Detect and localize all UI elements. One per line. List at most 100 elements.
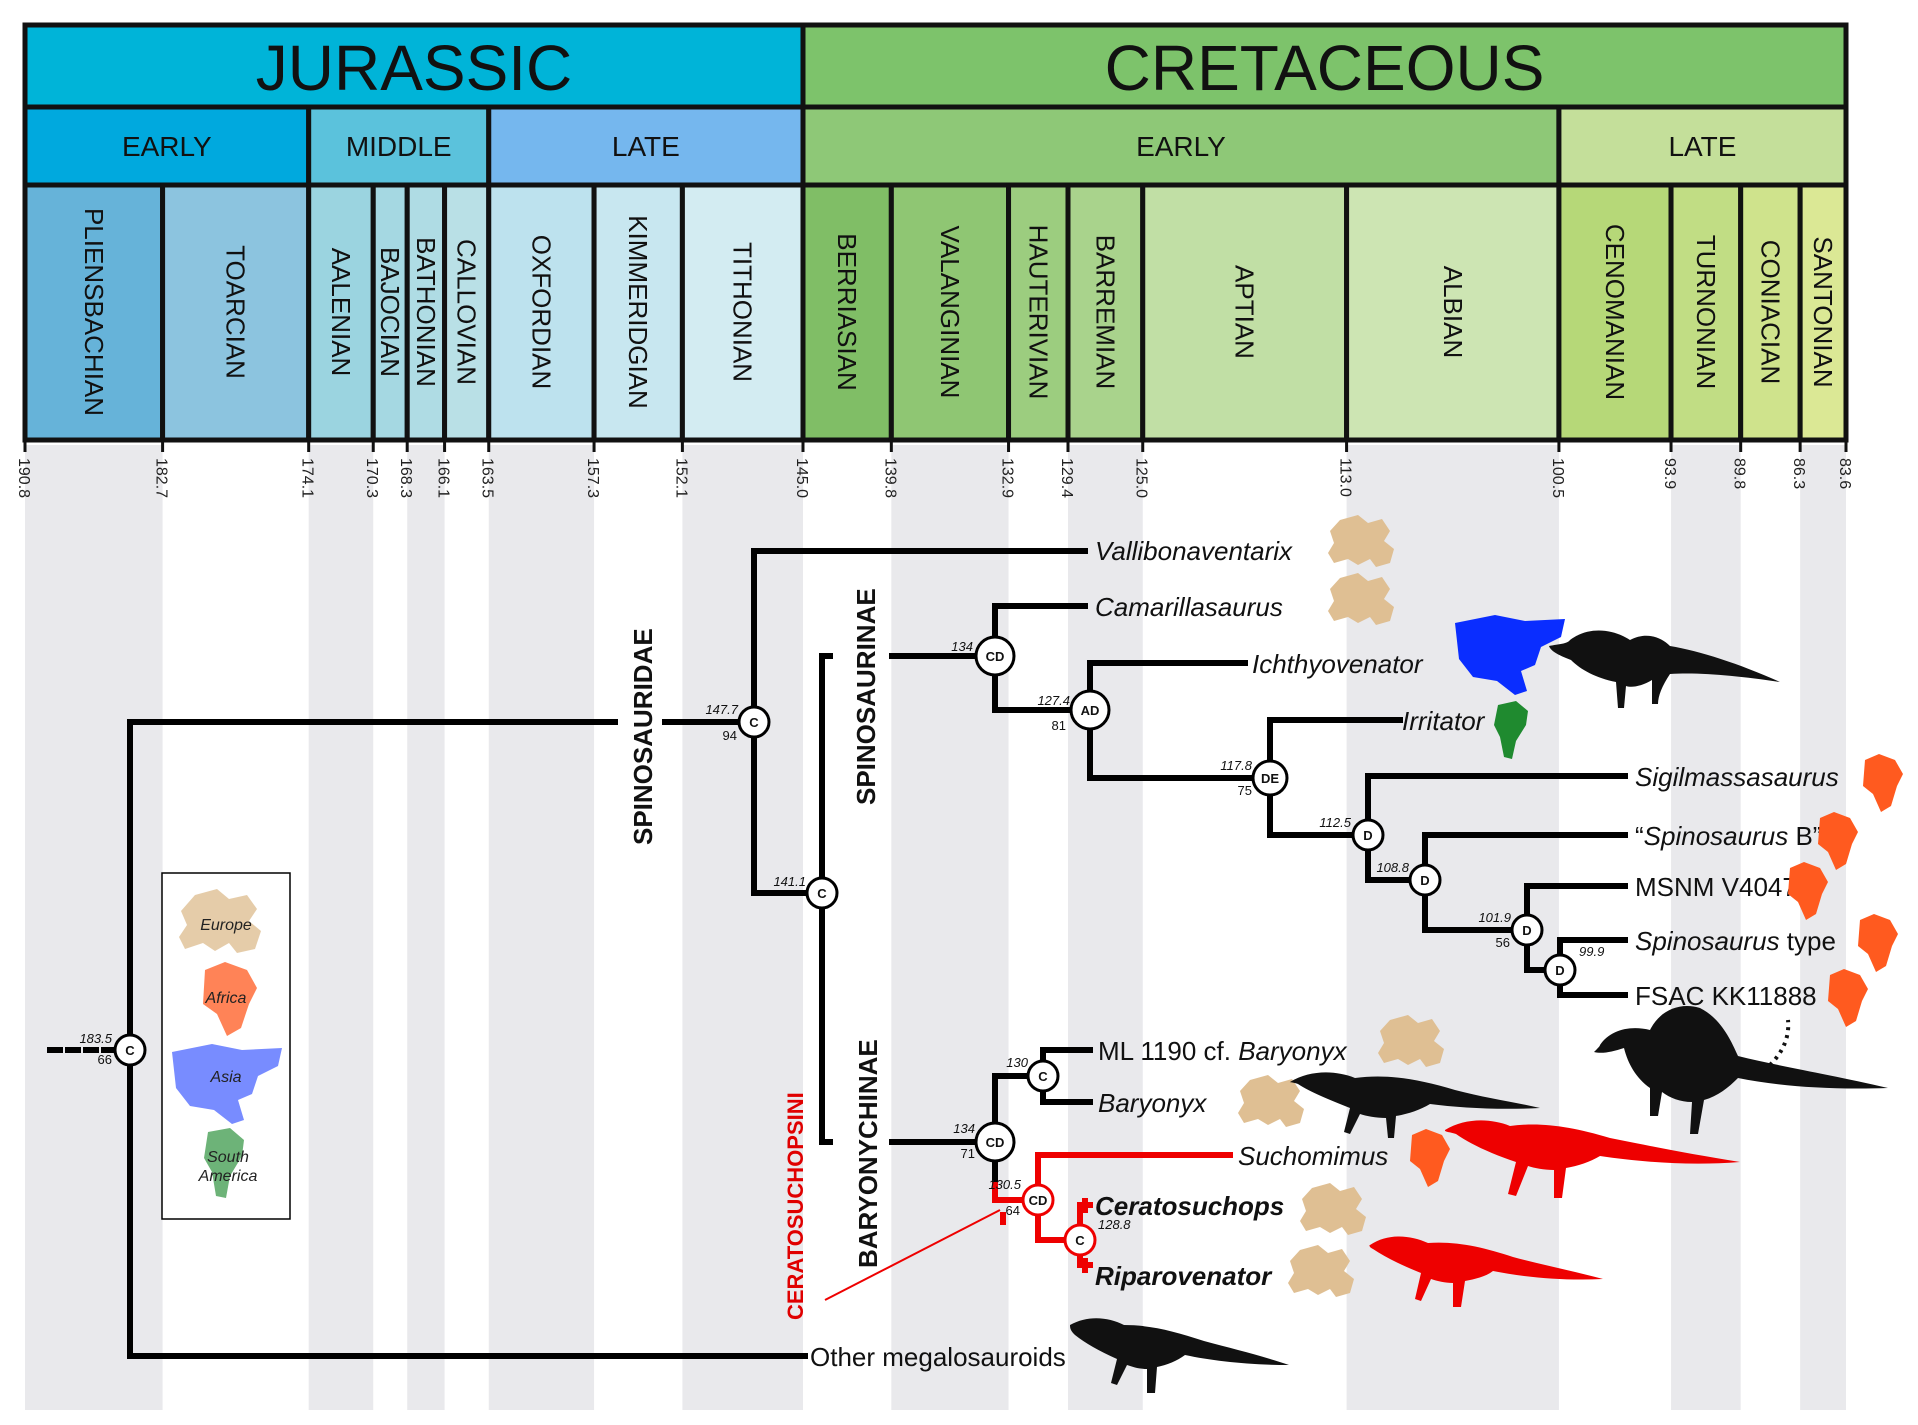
epoch-cell bbox=[306, 104, 492, 188]
stage-label: OXFORDIAN bbox=[526, 235, 556, 390]
node-sigil-label: D bbox=[1363, 828, 1372, 843]
taxon-spinosaurus-type: Spinosaurus type bbox=[1635, 926, 1836, 956]
stage-label: SANTONIAN bbox=[1808, 236, 1838, 387]
riparovenator-silhouette bbox=[1369, 1236, 1603, 1307]
stage-column bbox=[308, 445, 374, 1410]
boundary-age: 157.3 bbox=[584, 458, 601, 498]
stage-cell bbox=[442, 182, 492, 443]
europe-icon bbox=[1328, 515, 1394, 567]
taxon-msnm-v4047: MSNM V4047 bbox=[1635, 872, 1797, 902]
node-spinob-age: 108.8 bbox=[1376, 860, 1409, 875]
taxon-suchomimus: Suchomimus bbox=[1238, 1141, 1388, 1171]
legend-europe-label: Europe bbox=[200, 917, 252, 934]
period-label: JURASSIC bbox=[256, 32, 573, 104]
stage-label: KIMMERIDGIAN bbox=[623, 215, 653, 409]
epoch-label: LATE bbox=[612, 131, 680, 162]
taxon-irritator: Irritator bbox=[1402, 706, 1486, 736]
stage-cell bbox=[486, 182, 597, 443]
node-spinosauridae-age: 147.7 bbox=[705, 702, 738, 717]
taxon-riparovenator: Riparovenator bbox=[1095, 1261, 1273, 1291]
boundary-age: 89.8 bbox=[1731, 458, 1748, 489]
stage-label: TITHONIAN bbox=[728, 242, 758, 382]
taxon-ceratosuchops: Ceratosuchops bbox=[1095, 1191, 1284, 1221]
epoch-cell bbox=[22, 104, 312, 188]
node-irritator-support: 75 bbox=[1238, 783, 1252, 798]
legend-south-america-label-1: South bbox=[207, 1149, 249, 1166]
baryonyx-silhouette bbox=[1289, 1072, 1540, 1138]
boundary-age: 145.0 bbox=[793, 458, 810, 498]
stage-label: HAUTERIVIAN bbox=[1023, 225, 1053, 400]
node-spinotype-label: D bbox=[1555, 963, 1564, 978]
node-sigil-age: 112.5 bbox=[1319, 815, 1351, 830]
node-baryonyx bbox=[1026, 1059, 1060, 1093]
node-ceratosuchopsini bbox=[1021, 1183, 1055, 1217]
boundary-age: 182.7 bbox=[153, 458, 170, 498]
stage-label: TURNONIAN bbox=[1691, 235, 1721, 390]
stage-label: TOARCIAN bbox=[221, 245, 251, 379]
stage-label: APTIAN bbox=[1230, 265, 1260, 359]
node-irritator-label: DE bbox=[1261, 771, 1279, 786]
node-irritator bbox=[1251, 759, 1289, 797]
boundary-age: 129.4 bbox=[1058, 458, 1075, 498]
europe-icon bbox=[1288, 1245, 1354, 1297]
stage-cell bbox=[1140, 182, 1350, 443]
node-sigil bbox=[1351, 818, 1385, 852]
boundary-age: 166.1 bbox=[435, 458, 452, 498]
node-msnm-support: 56 bbox=[1496, 935, 1510, 950]
stage-label: PLIENSBACHIAN bbox=[79, 208, 109, 416]
boundary-age: 139.8 bbox=[881, 458, 898, 498]
africa-icon bbox=[1410, 1129, 1450, 1187]
boundary-age: 113.0 bbox=[1337, 458, 1354, 497]
silhouettes bbox=[1070, 630, 1888, 1393]
stage-cell bbox=[1006, 182, 1071, 443]
node-root-age: 183.5 bbox=[79, 1031, 112, 1046]
stage-column bbox=[25, 445, 163, 1410]
stage-column bbox=[488, 445, 595, 1410]
epoch-label: EARLY bbox=[122, 131, 212, 162]
node-ichthyo-age: 127.4 bbox=[1037, 693, 1070, 708]
stage-cell bbox=[1065, 182, 1146, 443]
node-baryonyx-age: 130 bbox=[1006, 1055, 1028, 1070]
taxon-baryonyx: Baryonyx bbox=[1098, 1088, 1207, 1118]
node-ceratosuchopsini-support: 64 bbox=[1006, 1203, 1020, 1218]
node-msnm-age: 101.9 bbox=[1478, 910, 1511, 925]
boundary-age: 132.9 bbox=[999, 458, 1016, 498]
africa-icon bbox=[1788, 862, 1828, 920]
taxon-other-megalosauroids: Other megalosauroids bbox=[810, 1342, 1066, 1372]
silhouette-pointer bbox=[1768, 1019, 1791, 1067]
stage-label: VALANGINIAN bbox=[935, 226, 965, 399]
ichthyovenator-silhouette bbox=[1549, 630, 1780, 708]
legend-south-america-icon bbox=[204, 1128, 244, 1198]
stage-column bbox=[891, 445, 1009, 1410]
stage-cell bbox=[22, 182, 166, 443]
node-subfamilies-label: C bbox=[817, 886, 827, 901]
node-spinotype bbox=[1543, 953, 1577, 987]
megalosauroid-silhouette bbox=[1070, 1318, 1289, 1393]
boundary-age: 125.0 bbox=[1133, 458, 1150, 498]
node-spinosaurinae-label: CD bbox=[986, 649, 1005, 664]
stage-cell bbox=[1556, 182, 1674, 443]
stage-label: BERRIASIAN bbox=[832, 233, 862, 391]
boundary-age: 93.9 bbox=[1661, 458, 1678, 489]
node-cerato-ripa bbox=[1063, 1223, 1097, 1257]
node-subfamilies bbox=[805, 876, 839, 910]
node-spinob bbox=[1408, 863, 1442, 897]
taxon-vallibonaventarix: Vallibonaventarix bbox=[1095, 536, 1293, 566]
period-cell bbox=[22, 22, 806, 110]
node-spinosauridae-support: 94 bbox=[723, 728, 737, 743]
node-root bbox=[113, 1033, 147, 1067]
europe-icon bbox=[1300, 1183, 1366, 1235]
africa-icon bbox=[1858, 914, 1898, 972]
ceratosuchopsini-pointer bbox=[824, 1209, 1001, 1301]
legend-europe-icon bbox=[179, 889, 261, 953]
taxon-labels: Vallibonaventarix Camarillasaurus Ichthy… bbox=[810, 536, 1839, 1372]
taxon-camarillasaurus: Camarillasaurus bbox=[1095, 592, 1283, 622]
stage-label: BAJOCIAN bbox=[375, 247, 405, 377]
taxon-ichthyovenator: Ichthyovenator bbox=[1252, 649, 1424, 679]
stage-label: BARREMIAN bbox=[1090, 235, 1120, 390]
taxon-fsac-kk11888: FSAC KK11888 bbox=[1635, 981, 1817, 1011]
node-msnm-label: D bbox=[1522, 923, 1531, 938]
stage-column bbox=[682, 445, 804, 1410]
